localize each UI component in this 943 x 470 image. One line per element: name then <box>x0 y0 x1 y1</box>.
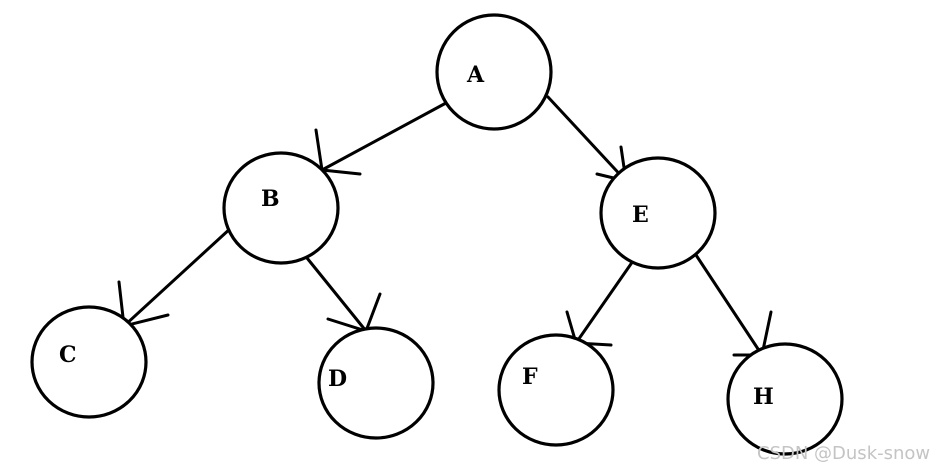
arrowhead-b-d <box>326 292 382 333</box>
node-e: E <box>599 156 717 270</box>
node-f-circle <box>497 333 615 447</box>
edge-line-b-c <box>122 225 234 328</box>
node-d-label: D <box>328 366 347 392</box>
edge-b-c <box>117 225 234 328</box>
edge-b-d <box>305 256 382 333</box>
edge-line-a-e <box>546 95 628 183</box>
node-a-circle <box>435 13 553 131</box>
edge-a-e <box>546 95 628 183</box>
edge-e-h <box>694 253 773 357</box>
node-b: B <box>222 151 340 265</box>
node-e-label: E <box>632 202 649 228</box>
edge-line-e-h <box>694 253 764 357</box>
node-f-label: F <box>522 364 538 390</box>
node-a-label: A <box>466 62 485 88</box>
watermark-text: CSDN @Dusk-snow <box>757 443 930 464</box>
edge-line-b-d <box>305 256 368 333</box>
node-c: C <box>30 305 148 419</box>
node-h-label: H <box>753 384 774 410</box>
node-c-circle <box>30 305 148 419</box>
edge-e-f <box>565 259 635 347</box>
edge-line-a-b <box>320 101 448 172</box>
node-c-label: C <box>59 342 77 368</box>
node-h: H <box>726 342 844 456</box>
node-b-circle <box>222 151 340 265</box>
edge-a-b <box>314 101 448 176</box>
node-d: D <box>317 326 435 440</box>
edge-line-e-f <box>574 259 635 345</box>
node-h-circle <box>726 342 844 456</box>
node-d-circle <box>317 326 435 440</box>
node-f: F <box>497 333 615 447</box>
node-a: A <box>435 13 553 131</box>
node-b-label: B <box>261 186 280 212</box>
node-e-circle <box>599 156 717 270</box>
